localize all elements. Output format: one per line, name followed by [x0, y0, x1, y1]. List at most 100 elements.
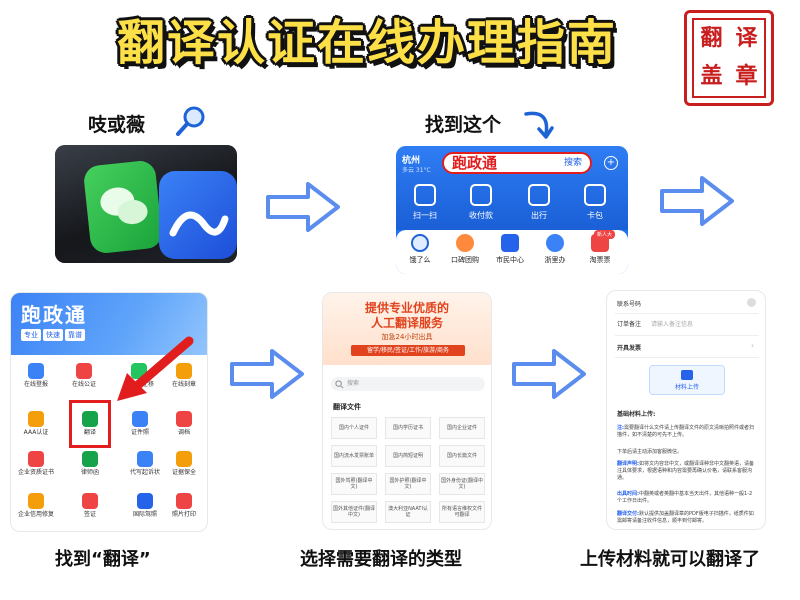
step2-label: 找到这个 — [425, 114, 502, 136]
zheliban-button[interactable]: 浙里办 — [533, 234, 577, 265]
new-user-badge: 新人大 — [594, 230, 616, 239]
wechat-note: 下单后请主动添加客服微信。 — [617, 449, 683, 455]
zheliban-icon — [546, 234, 564, 252]
search-input[interactable]: 搜索 — [331, 377, 485, 391]
seal-char: 译 — [735, 26, 758, 51]
pay-icon — [470, 184, 492, 206]
doc-type-cell[interactable]: 国外其他证件(翻译中文) — [331, 501, 377, 523]
service-item-intl-license[interactable]: 国际驾照 — [117, 493, 173, 518]
pointer-arrow-icon — [117, 336, 194, 401]
invoice-row[interactable]: 开具发票 — [617, 345, 642, 352]
step1-label: 吱或薇 — [88, 114, 146, 136]
doc-type-cell[interactable]: 国内个人证件 — [331, 417, 377, 439]
next-arrow-icon — [230, 349, 304, 399]
doc-type-cell[interactable]: 国内企业证件 — [439, 417, 485, 439]
contact-field-label: 联系号码 — [617, 301, 642, 308]
service-item-newspaper[interactable]: 在线登报 — [13, 363, 59, 388]
doc-type-cell[interactable]: 国内简短证明 — [385, 445, 431, 467]
citizen-center-button[interactable]: 市民中心 — [488, 234, 532, 265]
service-banner — [11, 293, 207, 355]
service-item-aaa[interactable]: AAA认证 — [13, 411, 59, 436]
doc-type-cell[interactable]: 国外驾照(翻译中文) — [331, 473, 377, 495]
citizen-center-icon — [501, 234, 519, 252]
wechat-app-icon — [82, 159, 164, 255]
chevron-right-icon: › — [751, 341, 755, 350]
travel-button[interactable]: 出行 — [516, 184, 562, 221]
upload-icon — [681, 370, 693, 380]
doc-type-cell[interactable]: 国外护照(翻译中文) — [385, 473, 431, 495]
upload-button[interactable]: 材料上传 — [649, 365, 725, 395]
travel-icon — [528, 184, 550, 206]
koubei-icon — [456, 234, 474, 252]
service-item-lawyer-letter[interactable]: 律师函 — [67, 451, 113, 476]
seal-char: 翻 — [700, 26, 723, 51]
translation-type-screen: 提供专业优质的 人工翻译服务 加急24小时出具 留学/移民/签证/工作/旅游/商… — [322, 292, 492, 530]
alipay-home-screen: 杭州 多云 31°C 跑政通 搜索 + 扫一扫 收付款 出行 卡包 饿了么 口碑… — [396, 146, 628, 274]
banner-tag: 专业 — [21, 329, 41, 341]
delivery-paragraph: 翻译交付:默认提供加盖翻译章的PDF版电子扫描件，纸质件如需邮寄请备注收件信息，… — [617, 511, 754, 524]
seal-char: 盖 — [700, 64, 723, 89]
banner-line: 留学/移民/签证/工作/旅游/商务 — [351, 345, 465, 356]
translation-highlight-box — [69, 400, 111, 448]
eleme-button[interactable]: 饿了么 — [398, 234, 442, 265]
city-selector[interactable]: 杭州 — [402, 156, 421, 166]
next-arrow-icon — [660, 176, 734, 226]
wallet-button[interactable]: 卡包 — [572, 184, 618, 221]
pay-button[interactable]: 收付款 — [458, 184, 504, 221]
translation-seal-stamp: 翻 译 盖 章 — [684, 10, 774, 106]
info-title: 基础材料上传: — [617, 411, 656, 418]
language-paragraph: 翻译声明:如将文内容非中文，或翻译译种非中文翻英语，请备注具体要求，根据语种和内… — [617, 461, 755, 481]
doc-type-cell[interactable]: 国内长篇文件 — [439, 445, 485, 467]
banner-tag: 靠谱 — [65, 329, 85, 341]
banner-tag: 快速 — [43, 329, 63, 341]
search-icon — [335, 380, 344, 389]
wallet-icon — [584, 184, 606, 206]
translation-icon — [82, 411, 98, 427]
remark-input[interactable]: 请输入备注信息 — [651, 321, 694, 328]
alipay-app-icon — [159, 171, 237, 259]
service-item-photo-print[interactable]: 照片打印 — [161, 493, 207, 518]
service-item-seal[interactable]: 在线刻章 — [161, 363, 207, 388]
curved-arrow-icon — [524, 111, 554, 139]
step4-caption: 选择需要翻译的类型 — [300, 549, 462, 570]
doc-type-cell[interactable]: 国外身份证(翻译中文) — [439, 473, 485, 495]
app-icons-photo — [55, 145, 237, 263]
step3-caption: 找到“翻译” — [55, 549, 151, 570]
doc-type-cell[interactable]: 国内流水发票账单 — [331, 445, 377, 467]
time-paragraph: 出具时间:中翻英或者英翻中基本当天出件，其他语种一般1-2个工作日出件。 — [617, 491, 753, 504]
upload-form-screen: 联系号码 订单备注 请输入备注信息 开具发票 › 材料上传 基础材料上传: 注:… — [606, 290, 766, 530]
page-title: 翻译认证在线办理指南 — [116, 15, 617, 71]
scan-icon — [414, 184, 436, 206]
service-item-evidence[interactable]: 证据保全 — [161, 451, 207, 476]
service-item-qualification[interactable]: 企业资质证书 — [13, 451, 59, 476]
service-grid-screen: 跑政通 专业 快速 靠谱 在线登报 在线公证 公众号迁移 在线刻章 AAA认证 … — [10, 292, 208, 532]
banner-line: 提供专业优质的 — [364, 301, 449, 315]
section-title: 翻译文件 — [333, 403, 361, 411]
service-item-translation[interactable]: 翻译 — [67, 411, 113, 436]
doc-type-cell[interactable]: 国内学历证书 — [385, 417, 431, 439]
service-item-archive[interactable]: 调档 — [161, 411, 207, 436]
eleme-icon — [411, 234, 429, 252]
step5-caption: 上传材料就可以翻译了 — [580, 549, 760, 570]
service-item-complaint[interactable]: 代写起诉状 — [117, 451, 173, 476]
service-item-id-photo[interactable]: 证件照 — [117, 411, 163, 436]
clear-icon[interactable] — [747, 298, 756, 307]
service-item-visa[interactable]: 签证 — [67, 493, 113, 518]
scan-button[interactable]: 扫一扫 — [402, 184, 448, 221]
weather-text: 多云 31°C — [402, 167, 431, 174]
next-arrow-icon — [266, 182, 340, 232]
next-arrow-icon — [512, 349, 586, 399]
doc-type-cell[interactable]: 所有语言维权文件可翻译 — [439, 501, 485, 523]
search-bar[interactable]: 跑政通 搜索 — [442, 152, 592, 174]
remark-field-label: 订单备注 — [617, 321, 642, 328]
service-item-credit-repair[interactable]: 企业信用修复 — [13, 493, 59, 518]
koubei-button[interactable]: 口碑团购 — [443, 234, 487, 265]
banner-line: 加急24小时出具 — [381, 333, 433, 341]
service-item-notary[interactable]: 在线公证 — [61, 363, 107, 388]
note-paragraph: 注:需要翻译什么文件请上传翻译文件的原文清晰拍照件或者扫描件，如不清楚的可先不上… — [617, 425, 755, 438]
banner-title: 跑政通 — [21, 303, 87, 327]
plus-icon[interactable]: + — [604, 156, 618, 170]
seal-char: 章 — [735, 64, 758, 89]
search-button[interactable]: 搜索 — [563, 158, 582, 168]
doc-type-cell[interactable]: 澳大利亚NAATI认证 — [385, 501, 431, 523]
